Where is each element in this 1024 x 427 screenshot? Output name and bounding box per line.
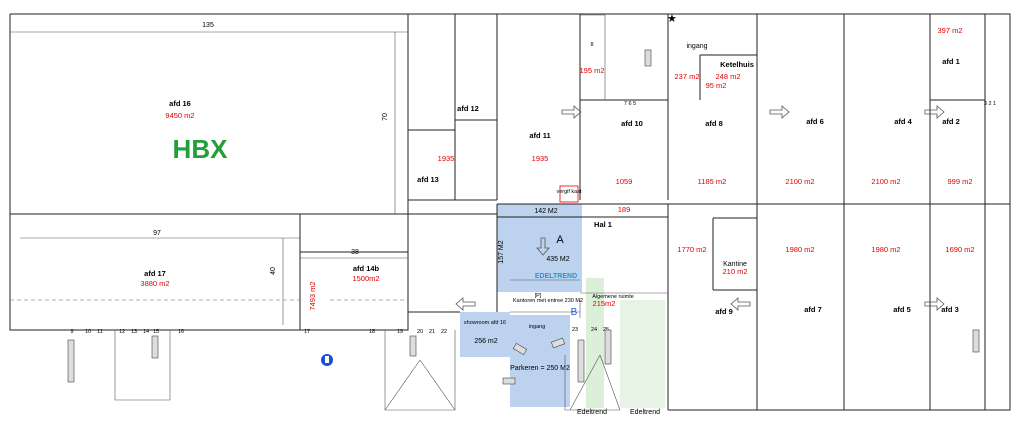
room-numbers-afd1: 3 2 1: [984, 101, 996, 107]
parking-zone: [510, 315, 570, 407]
dock-number: 22: [441, 329, 447, 335]
area-1690: 1690 m2: [945, 245, 974, 254]
dept-afd4-label: afd 4: [894, 117, 912, 126]
green-zone-a: [586, 278, 604, 408]
dock-number: 14: [143, 329, 149, 335]
area-1059: 1059: [616, 177, 633, 186]
dock-number: 9: [70, 329, 73, 335]
showroom-label: showroom afd 16: [464, 320, 506, 326]
dock-number: 19: [397, 329, 403, 335]
dock-number: 12: [119, 329, 125, 335]
dimension-lines: [10, 31, 408, 325]
dept-afd17-area: 3880 m2: [140, 279, 169, 288]
area-95: 95 m2: [706, 81, 727, 90]
parkeren-label: Parkeren = 250 M2: [510, 365, 570, 372]
dock-ramps: [114, 330, 621, 411]
dept-afd6-label: afd 6: [806, 117, 824, 126]
dock-number: 24: [591, 327, 597, 333]
area-248: 248 m2: [715, 72, 740, 81]
edeltrend-label-left: Edeltrend: [577, 409, 607, 416]
algemene-ruimte-label: Algemene ruimte: [592, 294, 634, 300]
brand-logo-text: HBX: [173, 134, 229, 164]
dimension-97: 97: [153, 230, 161, 237]
direction-arrow-icon: [455, 105, 945, 311]
room-8-label: 8: [590, 42, 593, 48]
dept-afd5-label: afd 5: [893, 305, 911, 314]
area-215: 215m2: [593, 299, 616, 308]
dept-afd11-label: afd 11: [529, 131, 550, 140]
vehicle-icons: [67, 49, 980, 385]
area-1935-left: 1935: [438, 154, 455, 163]
dock-number: 11: [97, 329, 103, 335]
area-2100-afd4: 2100 m2: [871, 177, 900, 186]
dock-number: 18: [369, 329, 375, 335]
area-1980-afd5: 1980 m2: [871, 245, 900, 254]
area-142-label: 142 M2: [534, 208, 557, 215]
area-1980-afd7: 1980 m2: [785, 245, 814, 254]
area-435-label: 435 M2: [546, 256, 569, 263]
compass-star-icon: ★: [667, 13, 677, 25]
vergif-kast-box: [559, 185, 579, 203]
area-999: 999 m2: [947, 177, 972, 186]
p-symbol: [P]: [535, 293, 542, 299]
area-1185: 1185 m2: [698, 177, 727, 186]
dimension-40: 40: [270, 267, 277, 275]
area-1770: 1770 m2: [677, 245, 706, 254]
dimension-135: 135: [202, 22, 214, 29]
dept-afd10-label: afd 10: [621, 119, 643, 128]
dimension-70: 70: [382, 113, 389, 121]
area-1935-right: 1935: [532, 154, 549, 163]
area-2100-afd6: 2100 m2: [785, 177, 814, 186]
dock-number: 16: [178, 329, 184, 335]
zone-b-label: B: [571, 307, 578, 318]
ingang-top-label: ingang: [686, 43, 707, 50]
dept-afd9-label: afd 9: [715, 307, 733, 316]
zone-a-label: A: [556, 234, 564, 246]
kantoren-label: Kantoren met entree 230 M2: [513, 298, 583, 304]
dept-afd3-label: afd 3: [941, 305, 959, 314]
kantine-label: Kantine: [723, 261, 747, 268]
dept-afd16-label: afd 16: [169, 99, 191, 108]
green-zone-b: [620, 300, 665, 408]
area-256-label: 256 m2: [474, 338, 497, 345]
area-7493: 7493 m2: [308, 281, 317, 310]
ingang-mid-label: ingang: [529, 324, 546, 330]
dept-afd1-label: afd 1: [942, 57, 960, 66]
area-157-label: 157 M2: [498, 240, 505, 263]
dept-afd8-label: afd 8: [705, 119, 723, 128]
office-zone-lower: [460, 312, 510, 357]
dept-afd14b-area: 1500m2: [352, 274, 379, 283]
dept-afd14b-label: afd 14b: [353, 264, 380, 273]
area-397: 397 m2: [937, 26, 962, 35]
area-237: 237 m2: [674, 72, 699, 81]
dept-afd16-area: 9450 m2: [165, 111, 194, 120]
dept-afd2-label: afd 2: [942, 117, 960, 126]
dimension-38: 38: [351, 249, 359, 256]
loading-docks: 910111213141516171819202122232425: [70, 327, 609, 335]
dept-hal1-label: Hal 1: [594, 220, 612, 229]
room-numbers-top: 7 6 5: [624, 101, 636, 107]
dock-number: 13: [131, 329, 137, 335]
dock-number: 15: [153, 329, 159, 335]
dock-number: 21: [429, 329, 435, 335]
dept-afd12-label: afd 12: [457, 104, 479, 113]
dock-number: 17: [304, 329, 310, 335]
fire-extinguisher-icon: [321, 354, 333, 366]
ketelhuis-label: Ketelhuis: [720, 60, 754, 69]
edeltrend-label-right: Edeltrend: [630, 409, 660, 416]
vergif-kast-label: vergif kast: [556, 189, 582, 195]
area-189: 189: [618, 205, 631, 214]
dept-afd17-label: afd 17: [144, 269, 166, 278]
dept-afd7-label: afd 7: [804, 305, 822, 314]
building-walls: [9, 13, 1011, 411]
dock-number: 23: [572, 327, 578, 333]
dept-afd13-label: afd 13: [417, 175, 439, 184]
dock-number: 10: [85, 329, 91, 335]
area-195: 195 m2: [579, 66, 604, 75]
edeltrend-logo: EDELTREND: [535, 273, 577, 280]
dock-number: 20: [417, 329, 423, 335]
area-210: 210 m2: [722, 267, 747, 276]
